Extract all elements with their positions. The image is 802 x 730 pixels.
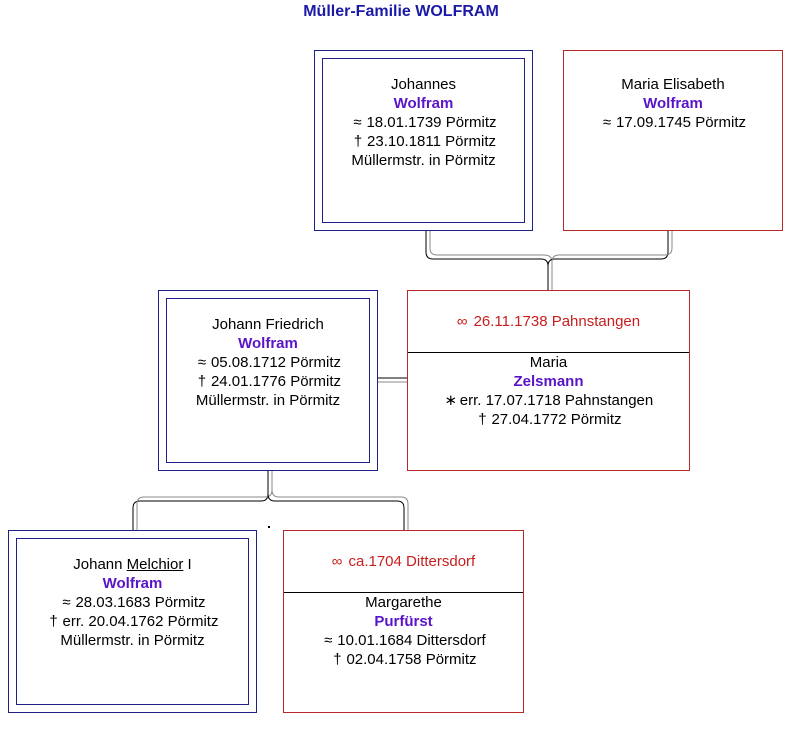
baptism-icon: ≈ — [197, 354, 207, 371]
occupation-line: Müllermstr. in Pörmitz — [60, 632, 205, 649]
stray-dot — [268, 526, 270, 528]
surname: Zelsmann — [513, 373, 584, 390]
given-name: Johann Melchior I — [73, 556, 192, 573]
occupation-line: Müllermstr. in Pörmitz — [351, 152, 496, 169]
death-line: †err. 20.04.1762 Pörmitz — [9, 612, 256, 631]
baptism-line: ≈05.08.1712 Pörmitz — [159, 353, 377, 372]
surname: Wolfram — [102, 575, 163, 592]
person-details: Maria Zelsmann ∗err. 17.07.1718 Pahnstan… — [408, 353, 689, 429]
baptism-icon: ≈ — [62, 594, 71, 611]
person-details: Johann Melchior I Wolfram ≈28.03.1683 Pö… — [9, 555, 256, 650]
page-title: Müller-Familie WOLFRAM — [303, 3, 499, 20]
given-name: Maria Elisabeth — [621, 76, 725, 93]
baptism-line: ≈18.01.1739 Pörmitz — [315, 113, 532, 132]
marriage-header: ∞26.11.1738 Pahnstangen — [408, 291, 689, 353]
person-details: Johannes Wolfram ≈18.01.1739 Pörmitz †23… — [315, 75, 532, 170]
death-cross-icon: † — [197, 373, 207, 390]
death-cross-icon: † — [478, 411, 487, 428]
baptism-icon: ≈ — [353, 114, 362, 131]
baptism-line: ≈28.03.1683 Pörmitz — [9, 593, 256, 612]
person-box-maria-elisabeth[interactable]: Maria Elisabeth Wolfram ≈17.09.1745 Pörm… — [563, 50, 783, 231]
death-line: †23.10.1811 Pörmitz — [315, 132, 532, 151]
surname: Wolfram — [238, 335, 298, 352]
birth-line: ∗err. 17.07.1718 Pahnstangen — [444, 392, 654, 409]
person-box-johann-melchior[interactable]: Johann Melchior I Wolfram ≈28.03.1683 Pö… — [8, 530, 257, 713]
baptism-icon: ≈ — [602, 114, 612, 131]
death-line: †24.01.1776 Pörmitz — [159, 372, 377, 391]
person-box-margarethe[interactable]: ∞ca.1704 Dittersdorf Margarethe Purfürst… — [283, 530, 524, 713]
surname: Purfürst — [374, 613, 433, 630]
death-line: †27.04.1772 Pörmitz — [408, 410, 689, 429]
baptism-line: ≈10.01.1684 Dittersdorf — [284, 631, 523, 650]
given-name: Margarethe — [365, 594, 442, 611]
surname: Wolfram — [643, 95, 703, 112]
given-name: Johann Friedrich — [212, 316, 324, 333]
person-box-johann-friedrich[interactable]: Johann Friedrich Wolfram ≈05.08.1712 Pör… — [158, 290, 378, 471]
given-name: Johannes — [390, 76, 457, 93]
death-cross-icon: † — [49, 613, 58, 630]
death-cross-icon: † — [353, 133, 363, 150]
surname: Wolfram — [393, 95, 454, 112]
baptism-icon: ≈ — [324, 632, 333, 649]
occupation-line: Müllermstr. in Pörmitz — [195, 392, 341, 409]
person-box-johannes[interactable]: Johannes Wolfram ≈18.01.1739 Pörmitz †23… — [314, 50, 533, 231]
death-line: †02.04.1758 Pörmitz — [284, 650, 523, 669]
person-details: Maria Elisabeth Wolfram ≈17.09.1745 Pörm… — [564, 75, 782, 132]
marriage-rings-icon: ∞ — [456, 313, 468, 330]
marriage-rings-icon: ∞ — [331, 553, 343, 570]
death-cross-icon: † — [333, 651, 342, 668]
given-name: Maria — [529, 354, 568, 371]
inner-border — [16, 538, 249, 705]
inner-border — [166, 298, 370, 463]
birth-star-icon: ∗ — [444, 392, 458, 409]
person-details: Margarethe Purfürst ≈10.01.1684 Dittersd… — [284, 593, 523, 669]
person-box-maria-zelsmann[interactable]: ∞26.11.1738 Pahnstangen Maria Zelsmann ∗… — [407, 290, 690, 471]
baptism-line: ≈17.09.1745 Pörmitz — [564, 113, 782, 132]
marriage-header: ∞ca.1704 Dittersdorf — [284, 531, 523, 593]
inner-border — [322, 58, 525, 223]
person-details: Johann Friedrich Wolfram ≈05.08.1712 Pör… — [159, 315, 377, 410]
call-name: Melchior — [126, 556, 184, 573]
